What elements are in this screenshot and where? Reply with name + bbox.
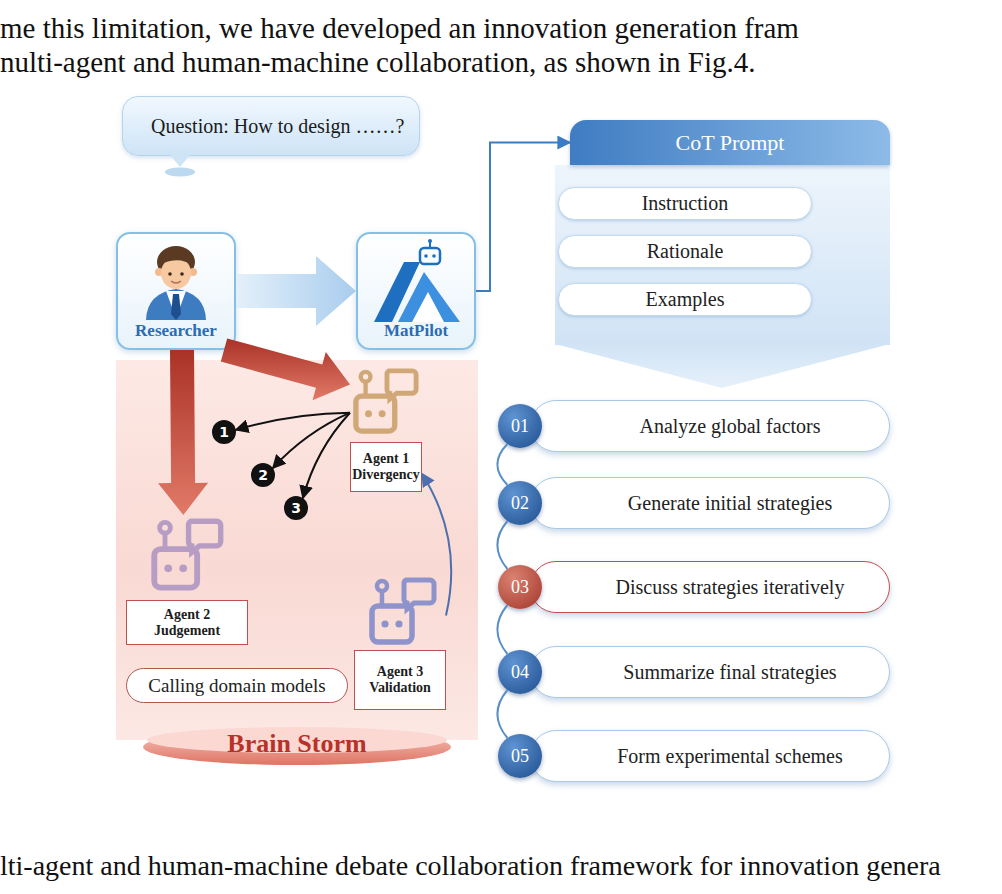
- flow-arrow: [236, 256, 356, 326]
- node-text: CoT Prompt: [675, 130, 784, 156]
- node-text: Agent 1 Divergency: [351, 451, 421, 483]
- node-text: Agent 2 Judgement: [142, 607, 232, 639]
- agent-box: Agent 3 Validation: [354, 575, 446, 710]
- agent-box: Agent 1 Divergency: [350, 370, 422, 492]
- paper-text: nulti-agent and human-machine collaborat…: [0, 46, 755, 79]
- node-text: Examples: [646, 288, 725, 311]
- prompt-item: Rationale: [558, 235, 812, 268]
- node-text: Question: How to design ……?: [151, 115, 404, 138]
- step-box: Analyze global factors: [530, 400, 890, 452]
- step-box: Summarize final strategies: [530, 646, 890, 698]
- number-text: 03: [511, 577, 529, 598]
- connector: [497, 521, 507, 569]
- callout-number: 2: [251, 463, 275, 487]
- step-number: 04: [498, 650, 542, 694]
- tool-pill: Calling domain models: [126, 668, 348, 703]
- node-text: Discuss strategies iteratively: [616, 576, 845, 599]
- number-text: 1: [219, 424, 229, 440]
- brainstorm-area: Brain Storm123Agent 1 DivergencyAgent 2 …: [116, 360, 478, 740]
- node-text: Calling domain models: [148, 675, 325, 697]
- panel-header: CoT Prompt: [570, 120, 890, 165]
- step-box: Generate initial strategies: [530, 477, 890, 529]
- number-text: 01: [511, 416, 529, 437]
- number-text: 04: [511, 662, 529, 683]
- node-text: Brain Storm: [116, 729, 478, 759]
- number-text: 02: [511, 493, 529, 514]
- agent-label-box: Agent 1 Divergency: [350, 442, 422, 492]
- step-number: 02: [498, 481, 542, 525]
- agent-label-box: Agent 2 Judgement: [126, 600, 248, 645]
- node-text: Form experimental schemes: [617, 745, 843, 768]
- node-text: MatPilot: [358, 321, 474, 341]
- step-number: 01: [498, 404, 542, 448]
- agent-box: Agent 2 Judgement: [126, 515, 248, 645]
- number-text: 2: [258, 467, 268, 483]
- node-text: Rationale: [647, 240, 724, 263]
- node-text: Agent 3 Validation: [360, 664, 440, 696]
- prompt-panel: CoT PromptInstructionRationaleExamples: [570, 120, 890, 345]
- node-text: Analyze global factors: [639, 415, 820, 438]
- step-number: 05: [498, 734, 542, 778]
- callout-number: 1: [212, 420, 236, 444]
- agent-label-box: Agent 3 Validation: [354, 650, 446, 710]
- step-box: Form experimental schemes: [530, 730, 890, 782]
- connector: [497, 690, 507, 738]
- connector: [497, 605, 507, 654]
- node-text: Researcher: [118, 321, 234, 341]
- callout-number: 3: [284, 496, 308, 520]
- step-number: 03: [498, 565, 542, 609]
- prompt-item: Instruction: [558, 187, 812, 220]
- actor-box: MatPilot: [356, 232, 476, 350]
- node-text: Generate initial strategies: [628, 492, 832, 515]
- connector: [497, 444, 507, 485]
- prompt-item: Examples: [558, 283, 812, 316]
- actor-box: Researcher: [116, 232, 236, 350]
- panel-chevron: [555, 344, 890, 388]
- number-text: 3: [291, 500, 301, 516]
- number-text: 05: [511, 746, 529, 767]
- bubble-tail: [165, 155, 195, 177]
- node-text: Summarize final strategies: [623, 661, 836, 684]
- paper-text: me this limitation, we have developed an…: [0, 12, 799, 45]
- step-box: Discuss strategies iteratively: [530, 561, 890, 613]
- node-text: Instruction: [642, 192, 729, 215]
- speech-bubble: Question: How to design ……?: [122, 96, 420, 156]
- figure-caption: lti-agent and human-machine debate colla…: [0, 850, 941, 882]
